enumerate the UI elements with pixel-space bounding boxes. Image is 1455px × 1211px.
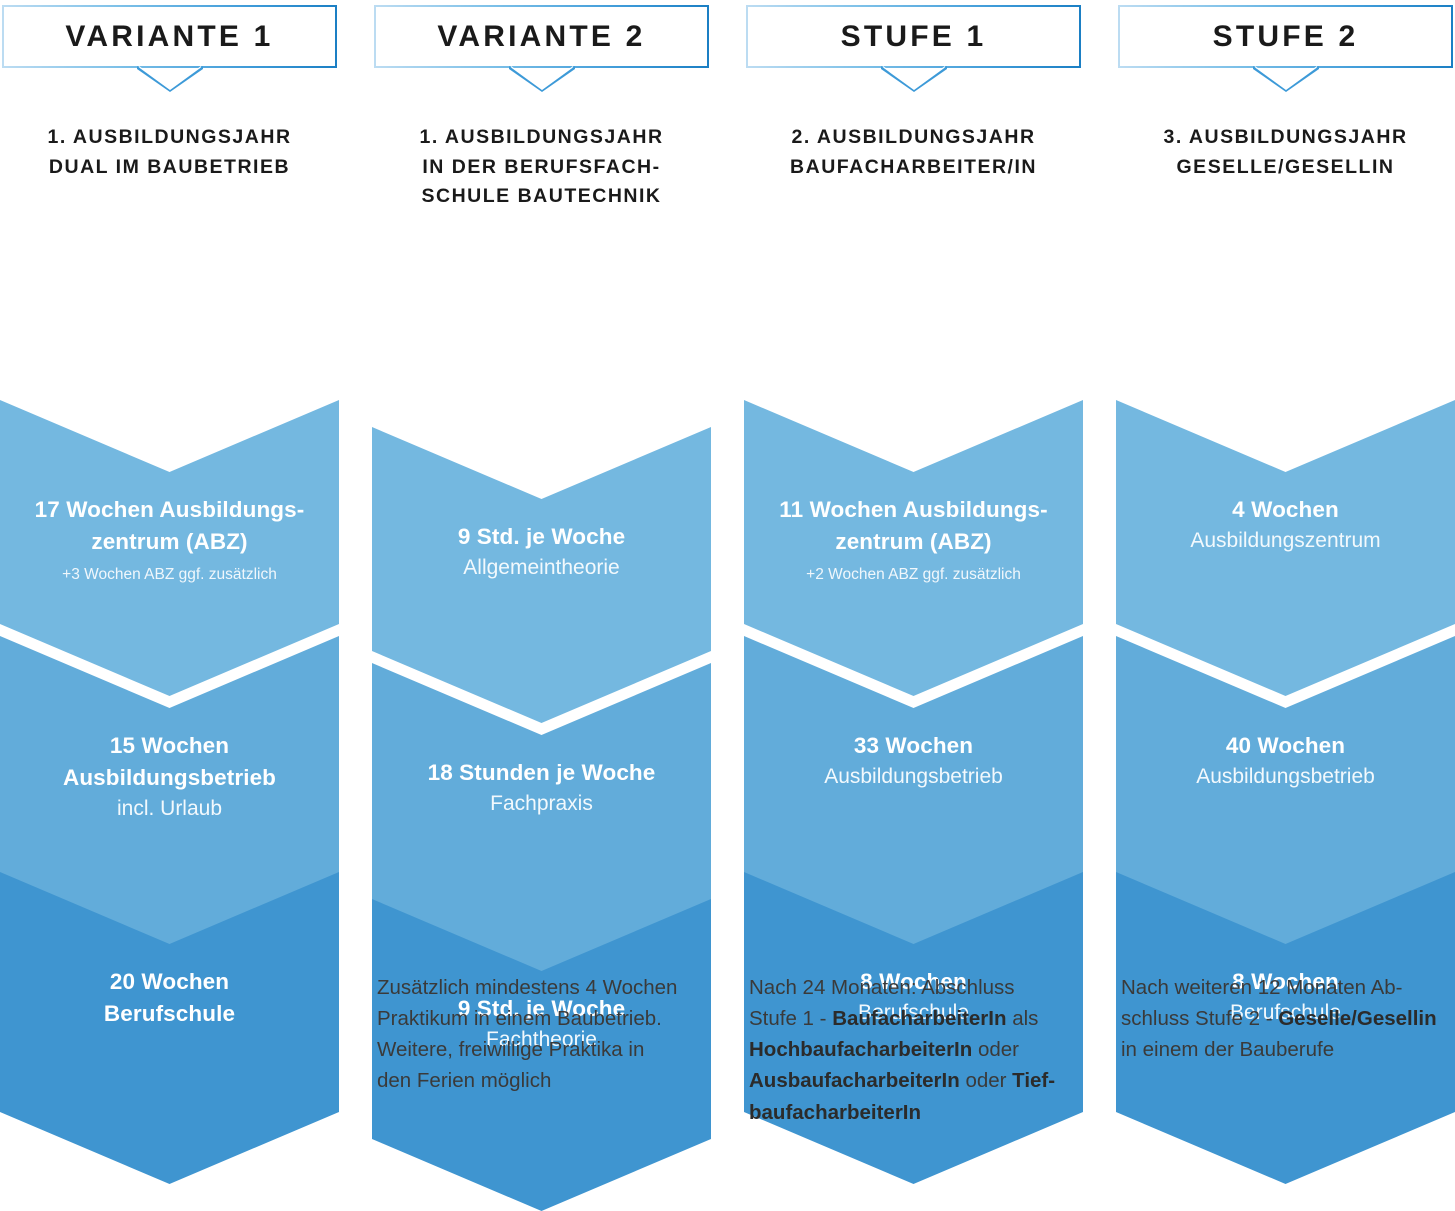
badge-wrapper: VARIANTE 2 [372,5,711,92]
footnote-line: Nach weiteren 12 Monaten Ab- [1121,972,1455,1003]
subtitle-line: GESELLE/GESELLIN [1176,155,1395,178]
footnote-line: schluss Stufe 2 - Geselle/Gesellin [1121,1003,1455,1034]
column-1: VARIANTE 1 1. AUSBILDUNGSJAHR DUAL IM BAUB… [0,0,339,1184]
badge-box[interactable]: STUFE 2 [1118,5,1453,68]
footnote-text: Nach 24 Monaten: Abschluss [749,976,1015,999]
footnote-text: Nach weiteren 12 Monaten Ab- [1121,976,1403,999]
footnote-text: schluss Stufe 2 - [1121,1007,1279,1031]
footnote-line: in einem der Bauberufe [1121,1034,1455,1065]
subtitle-line: IN DER BERUFSFACH- [422,155,661,178]
column-2: VARIANTE 2 1. AUSBILDUNGSJAHR IN DER BERUF… [372,0,711,1211]
subtitle-line: DUAL IM BAUBETRIEB [48,155,291,178]
footnote-bold: Tief- [1012,1069,1056,1093]
badge-pointer-icon [136,66,203,92]
footnote-line: HochbaufacharbeiterIn oder [749,1034,1096,1065]
column-4: STUFE 2 3. AUSBILDUNGSJAHR GESELLE/GESELLI… [1116,0,1455,1184]
footnote-bold: HochbaufacharbeiterIn [749,1038,973,1062]
footnote-text: oder [972,1038,1020,1062]
column-subtitle: 2. AUSBILDUNGSJAHR BAUFACHARBEITER/IN [744,123,1083,185]
badge-box[interactable]: STUFE 1 [746,5,1081,68]
badge-label: STUFE 1 [840,19,987,53]
badge-wrapper: VARIANTE 1 [0,5,339,92]
footnote-text: in einem der Bauberufe [1121,1038,1335,1062]
subtitle-line: 3. AUSBILDUNGSJAHR [1163,126,1408,148]
subtitle-line: BAUFACHARBEITER/IN [790,155,1037,178]
footnote-text: Zusätzlich mindestens 4 Wochen [377,976,678,999]
footnote-line: Praktikum in einem Baubetrieb. [377,1003,724,1034]
footnote-line: baufacharbeiterIn [749,1097,1096,1128]
footnote-text: Weitere, freiwillige Praktika in [377,1038,645,1062]
footnote-text: als [1006,1007,1039,1031]
column-subtitle: 3. AUSBILDUNGSJAHR GESELLE/GESELLIN [1116,123,1455,185]
badge-box[interactable]: VARIANTE 2 [374,5,709,68]
column-3: STUFE 1 2. AUSBILDUNGSJAHR BAUFACHARBEITER… [744,0,1083,1184]
chevron-stack: 17 Wochen Ausbildungs-zentrum (ABZ)+3 Wo… [0,185,339,1184]
footnote-bold: baufacharbeiterIn [749,1100,922,1124]
footnote-line: Nach 24 Monaten: Abschluss [749,972,1096,1003]
column-subtitle: 1. AUSBILDUNGSJAHR IN DER BERUFSFACH- SCHU… [372,123,711,212]
footnote-line: Stufe 1 - BaufacharbeiterIn als [749,1003,1096,1034]
footnote-bold: BaufacharbeiterIn [832,1007,1007,1031]
column-footnote: Nach weiteren 12 Monaten Ab-schluss Stuf… [1121,972,1455,1065]
badge-label: VARIANTE 1 [65,19,274,53]
footnote-line: Weitere, freiwillige Praktika in [377,1034,724,1065]
badge-pointer-icon [1252,66,1319,92]
footnote-text: oder [959,1069,1013,1093]
subtitle-line: 2. AUSBILDUNGSJAHR [791,126,1036,148]
footnote-line: den Ferien möglich [377,1065,724,1096]
badge-pointer-icon [880,66,947,92]
subtitle-line: 1. AUSBILDUNGSJAHR [47,126,292,148]
badge-pointer-icon [508,66,575,92]
footnote-line: Zusätzlich mindestens 4 Wochen [377,972,724,1003]
badge-box[interactable]: VARIANTE 1 [2,5,337,68]
footnote-text: Praktikum in einem Baubetrieb. [377,1007,662,1031]
footnote-bold: Geselle/Gesellin [1278,1007,1437,1031]
badge-label: VARIANTE 2 [437,19,646,53]
badge-wrapper: STUFE 2 [1116,5,1455,92]
badge-wrapper: STUFE 1 [744,5,1083,92]
footnote-text: den Ferien möglich [377,1069,552,1093]
footnote-bold: AusbaufacharbeiterIn [749,1069,960,1093]
footnote-line: AusbaufacharbeiterIn oder Tief- [749,1065,1096,1096]
footnote-text: Stufe 1 - [749,1007,833,1031]
column-subtitle: 1. AUSBILDUNGSJAHR DUAL IM BAUBETRIEB [0,123,339,185]
subtitle-line: 1. AUSBILDUNGSJAHR [419,126,664,148]
badge-label: STUFE 2 [1212,19,1359,53]
subtitle-line: SCHULE BAUTECHNIK [421,185,662,208]
